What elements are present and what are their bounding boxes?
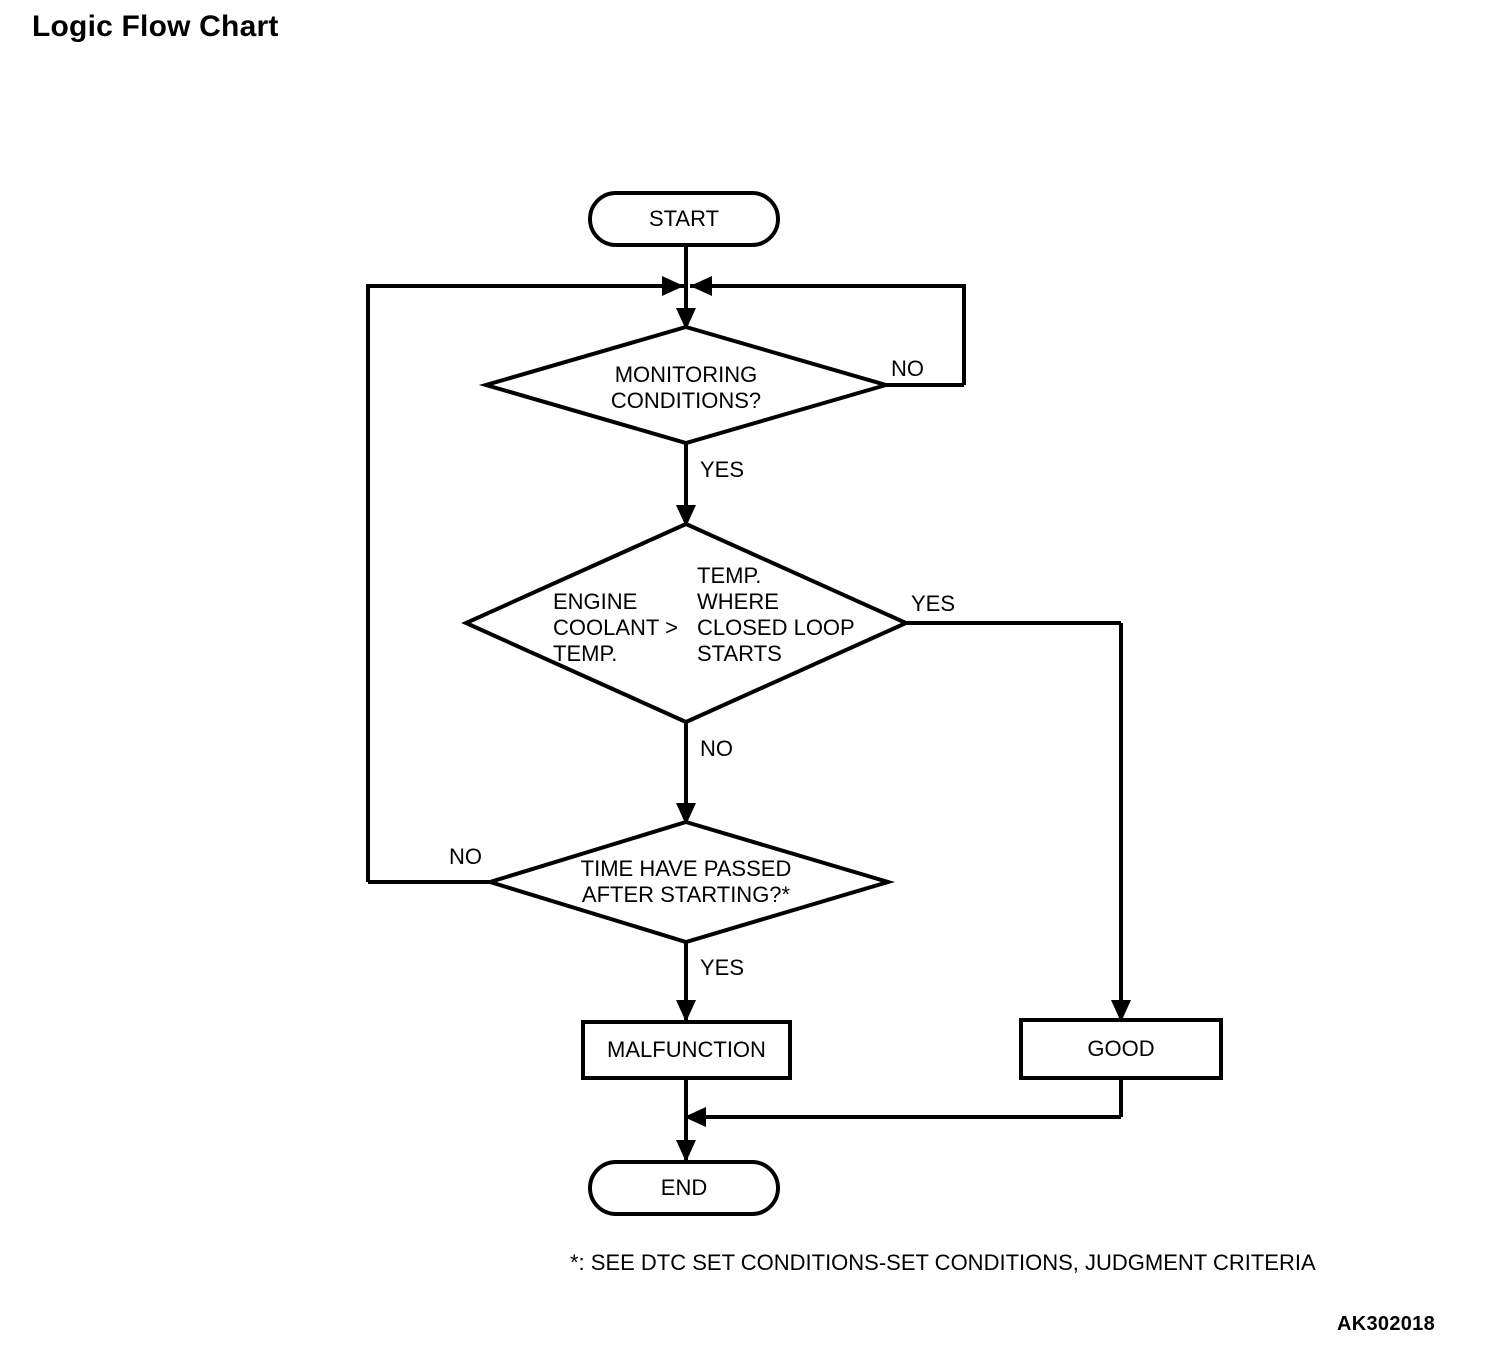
arrowhead-good-top [1111,1000,1131,1022]
footnote-text: *: SEE DTC SET CONDITIONS-SET CONDITIONS… [570,1250,1316,1275]
monitoring-decision-label-line1: MONITORING [614,362,758,387]
coolant-right-line4: STARTS [697,641,782,666]
time-decision-label-line1: TIME HAVE PASSED [580,856,792,881]
edge-label-coolant-no: NO [700,736,733,761]
good-node-label: GOOD [1087,1036,1155,1061]
coolant-right-line1: TEMP. [697,563,762,588]
monitoring-decision-label-line2: CONDITIONS? [610,388,762,413]
end-node-shape [588,1160,780,1216]
time-decision-label-line2: AFTER STARTING?* [581,882,791,907]
coolant-left-line3: TEMP. [553,641,618,666]
edge-label-time-no: NO [449,844,482,869]
end-node-label: END [660,1175,708,1200]
arrowhead-malfunction-top [676,1000,696,1022]
edge-label-monitoring-no: NO [891,356,924,381]
arrowhead-end-top [676,1140,696,1162]
arrowhead-loop-right-into-junction [690,276,712,296]
malfunction-node-label: MALFUNCTION [607,1037,766,1062]
arrowhead-good-merge [684,1107,706,1127]
figure-code: AK302018 [1337,1313,1436,1335]
start-node-label: START [648,206,720,231]
coolant-left-line1: ENGINE [553,589,638,614]
arrowhead-time-top [676,803,696,825]
arrowhead-loop-left-into-junction [662,276,684,296]
coolant-right-line3: CLOSED LOOP [697,615,855,640]
arrowhead-entry-top [676,308,696,330]
edge-label-monitoring-yes: YES [700,457,745,482]
edge-label-coolant-yes: YES [911,591,956,616]
edge-label-time-yes: YES [700,955,745,980]
coolant-left-line2: COOLANT > [553,615,678,640]
coolant-right-line2: WHERE [697,589,779,614]
page-title: Logic Flow Chart [32,10,279,43]
arrowhead-coolant-top [676,505,696,527]
